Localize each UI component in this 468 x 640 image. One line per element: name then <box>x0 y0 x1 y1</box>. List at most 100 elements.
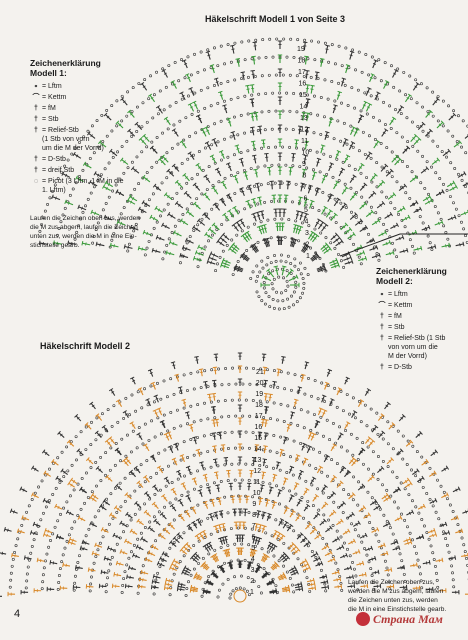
chain-mark <box>431 551 435 555</box>
round-number: 8 <box>252 512 256 519</box>
chain-mark <box>467 570 468 574</box>
chain-mark <box>359 109 363 113</box>
chain-mark <box>75 567 78 571</box>
stitch-mark <box>212 187 219 195</box>
chain-mark <box>192 567 196 571</box>
stitch-mark <box>194 533 199 538</box>
chain-mark <box>155 471 158 475</box>
stitch-mark <box>247 203 251 206</box>
stitch-mark <box>202 473 208 476</box>
chain-mark <box>294 280 298 284</box>
stitch-mark <box>237 224 241 227</box>
chain-mark <box>53 525 57 529</box>
stitch-mark <box>223 108 228 110</box>
stitch-mark <box>34 467 37 471</box>
stitch-mark <box>258 497 264 500</box>
chain-mark <box>378 507 382 511</box>
chain-mark <box>332 137 336 141</box>
stitch-mark <box>190 106 194 109</box>
chain-mark <box>334 221 338 224</box>
chain-mark <box>158 488 162 492</box>
chain-mark <box>192 229 196 233</box>
stitch-mark <box>373 141 379 149</box>
stitch-mark <box>275 589 278 595</box>
stitch-mark <box>181 141 187 149</box>
round-number: 7 <box>303 184 307 191</box>
stitch-mark <box>279 452 283 454</box>
stitch-mark <box>177 386 183 389</box>
chain-mark <box>367 73 371 77</box>
stitch-mark <box>159 468 163 471</box>
stitch-mark <box>207 261 216 265</box>
stitch-mark <box>288 588 291 593</box>
stitch-mark <box>195 359 199 361</box>
chain-mark <box>199 386 203 390</box>
chain-mark <box>357 480 361 484</box>
stitch-mark <box>268 167 271 176</box>
chain-mark <box>188 134 192 138</box>
round-number: 3 <box>251 567 255 574</box>
stitch-mark <box>350 141 356 145</box>
stitch-mark <box>412 177 415 181</box>
stitch-mark <box>330 214 337 222</box>
chain-mark <box>71 187 75 191</box>
chain-mark <box>419 82 423 86</box>
chain-mark <box>215 228 219 232</box>
chain-mark <box>285 91 289 95</box>
stitch-mark <box>310 84 315 87</box>
chain-mark <box>375 252 379 255</box>
stitch-mark <box>385 242 388 246</box>
chain-mark <box>277 559 281 563</box>
stitch-mark <box>231 48 235 50</box>
stitch-mark <box>369 239 372 243</box>
stitch-mark <box>71 538 74 542</box>
chain-mark <box>30 498 34 501</box>
stitch-mark <box>337 387 343 391</box>
chain-mark <box>226 43 230 46</box>
stitch-mark <box>300 186 304 188</box>
chain-mark <box>193 91 197 95</box>
chain-mark <box>67 533 71 537</box>
chain-mark <box>418 572 422 576</box>
chain-mark <box>152 400 156 404</box>
stitch-mark <box>199 461 204 464</box>
stitch-mark <box>212 445 217 447</box>
chain-mark <box>407 493 411 497</box>
chain-mark <box>408 531 412 535</box>
chain-mark <box>216 101 220 105</box>
stitch-mark <box>284 574 287 580</box>
chain-mark <box>110 555 114 559</box>
chain-mark <box>279 291 283 295</box>
stitch-mark <box>42 532 46 537</box>
stitch-mark <box>413 247 422 251</box>
stitch-symbol-icon: ∘ <box>379 291 385 298</box>
stitch-mark <box>244 254 248 258</box>
chain-mark <box>245 366 249 370</box>
stitch-mark <box>210 406 216 408</box>
stitch-mark <box>320 561 324 566</box>
chain-mark <box>78 140 81 144</box>
chain-mark <box>339 535 343 539</box>
stitch-mark <box>257 540 261 543</box>
stitch-mark <box>295 211 299 220</box>
stitch-mark <box>144 137 148 140</box>
stitch-mark <box>90 209 93 215</box>
stitch-mark <box>333 262 336 266</box>
stitch-mark <box>362 250 366 255</box>
stitch-mark <box>179 389 183 392</box>
chain-mark <box>84 448 88 451</box>
stitch-mark <box>345 472 349 476</box>
stitch-mark <box>388 459 392 463</box>
stitch-mark <box>382 241 391 246</box>
chain-mark <box>176 142 180 146</box>
stitch-mark <box>374 570 377 575</box>
stitch-mark <box>434 100 438 104</box>
round-number: 1 <box>250 589 254 596</box>
stitch-mark <box>152 484 157 488</box>
chain-mark <box>308 463 312 467</box>
stitch-mark <box>167 445 172 448</box>
chain-mark <box>86 129 90 133</box>
stitch-mark <box>119 157 124 162</box>
stitch-mark <box>265 502 269 504</box>
stitch-mark <box>217 431 223 433</box>
